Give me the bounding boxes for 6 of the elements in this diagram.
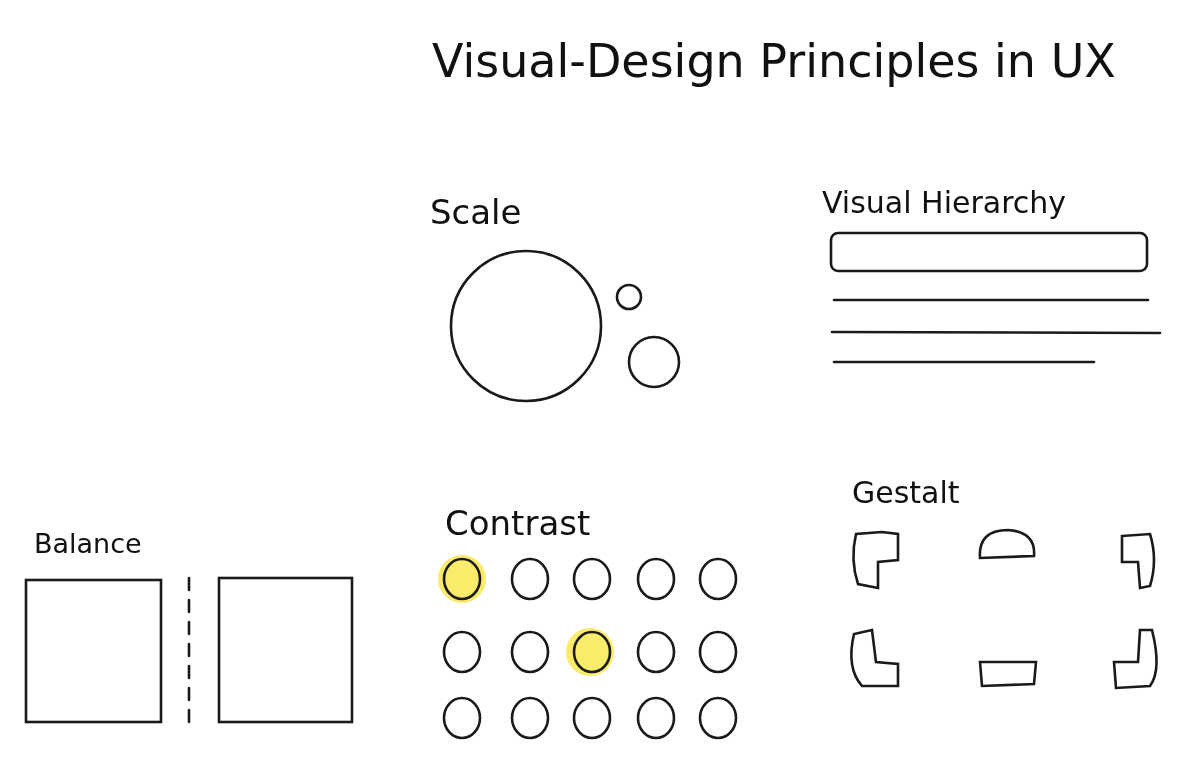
principle-heading: Contrast [445, 503, 591, 543]
principle-heading: Balance [34, 528, 142, 559]
principle-heading: Scale [430, 192, 522, 232]
principle-heading: Visual Hierarchy [822, 185, 1067, 220]
principle-heading: Gestalt [852, 475, 960, 510]
title: Visual-Design Principles in UX [432, 34, 1116, 88]
